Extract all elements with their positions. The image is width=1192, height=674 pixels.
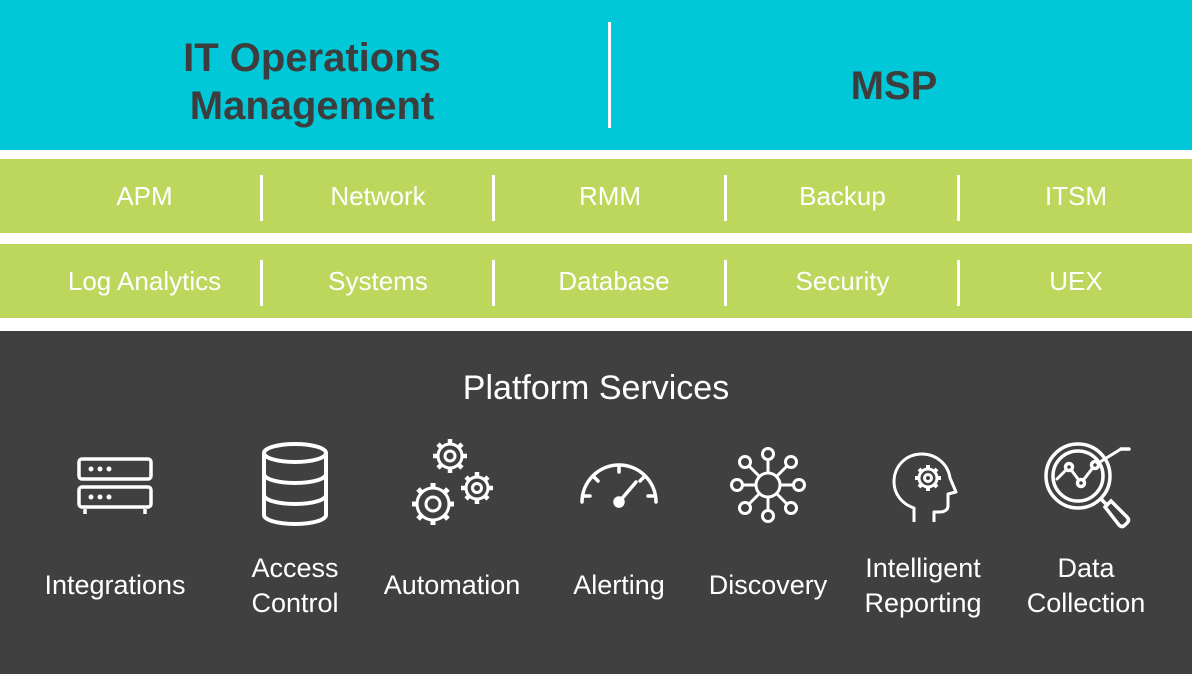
row2-cell-log-analytics: Log Analytics (67, 266, 222, 296)
it-operations-management-title: IT Operations Management (183, 36, 441, 128)
gears-icon (412, 439, 493, 525)
network-hub-icon (730, 447, 806, 523)
row1-separator (957, 175, 960, 221)
row2-separator (492, 260, 495, 306)
service-discovery: Discovery (683, 331, 853, 674)
service-intelligent-reporting: Intelligent Reporting (838, 331, 1008, 674)
row1-cell-rmm: RMM (578, 181, 642, 211)
row2-cell-database: Database (558, 266, 670, 296)
row1-cell-apm: APM (116, 181, 173, 211)
magnifier-chart-icon (1044, 442, 1131, 529)
row2-separator (957, 260, 960, 306)
product-row-2: Log Analytics Systems Database Security … (0, 244, 1192, 318)
service-label-access-control: Access Control (251, 553, 339, 618)
msp-title: MSP (850, 64, 938, 108)
service-alerting: Alerting (534, 331, 704, 674)
platform-services-panel: Platform Services Integrations Access Co… (0, 331, 1192, 674)
service-data-collection: Data Collection (1001, 331, 1171, 674)
service-label-automation: Automation (383, 570, 521, 600)
service-label-intelligent-reporting: Intelligent Reporting (864, 553, 982, 618)
database-icon (262, 442, 328, 526)
service-label-data-collection: Data Collection (1026, 553, 1146, 618)
service-automation: Automation (367, 331, 537, 674)
row1-cell-itsm: ITSM (1044, 181, 1108, 211)
row1-cell-backup: Backup (799, 181, 886, 211)
service-integrations: Integrations (30, 331, 200, 674)
row2-cell-systems: Systems (328, 266, 428, 296)
row2-separator (724, 260, 727, 306)
platform-services-title: Platform Services (462, 369, 730, 407)
top-band: IT Operations Management MSP (0, 0, 1192, 150)
row2-separator (260, 260, 263, 306)
service-access-control: Access Control (210, 331, 380, 674)
row1-cell-network: Network (330, 181, 426, 211)
service-label-discovery: Discovery (708, 570, 828, 600)
row1-separator (724, 175, 727, 221)
product-row-1: APM Network RMM Backup ITSM (0, 159, 1192, 233)
server-rack-icon (77, 457, 153, 514)
row1-separator (492, 175, 495, 221)
row2-cell-uex: UEX (1049, 266, 1103, 296)
top-divider (608, 22, 611, 128)
service-label-integrations: Integrations (44, 570, 186, 600)
service-label-alerting: Alerting (573, 570, 665, 600)
row1-separator (260, 175, 263, 221)
row2-cell-security: Security (795, 266, 890, 296)
head-gear-icon (892, 452, 958, 522)
gauge-icon (580, 463, 658, 508)
